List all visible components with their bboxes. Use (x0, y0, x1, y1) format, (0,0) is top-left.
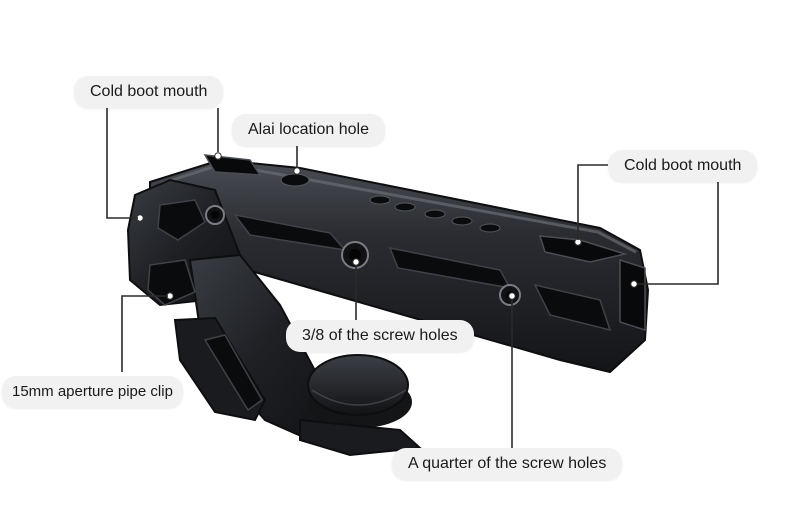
callout-alai-location-hole: Alai location hole (232, 114, 385, 146)
top-hole-3 (424, 209, 446, 219)
callout-cold-boot-mouth-right: Cold boot mouth (608, 150, 758, 182)
top-hole-5 (479, 223, 501, 233)
clamp-base (299, 418, 423, 457)
locking-knob-top (307, 354, 409, 416)
grip-arm-slot (203, 334, 263, 412)
callout-screw-holes-quarter: A quarter of the screw holes (392, 448, 623, 480)
alai-hole (280, 173, 310, 187)
callout-screw-holes-38: 3/8 of the screw holes (286, 320, 474, 352)
leader-cold-boot-left (106, 108, 138, 219)
grip-cutout (147, 259, 196, 306)
top-hole-2 (394, 202, 416, 212)
top-hole-4 (451, 216, 473, 226)
callout-cold-boot-mouth-left: Cold boot mouth (74, 76, 224, 108)
left-end-cutout (157, 199, 206, 241)
cold-shoe-right-end (619, 258, 646, 332)
bar-slot-right (533, 283, 612, 332)
top-hole-1 (369, 195, 391, 205)
leader-cold-boot-right (577, 164, 610, 240)
cold-shoe-left-top (203, 154, 262, 176)
leader-pipe-clip (121, 295, 168, 372)
callout-pipe-clip: 15mm aperture pipe clip (2, 376, 183, 408)
cold-shoe-right-top (538, 235, 628, 263)
